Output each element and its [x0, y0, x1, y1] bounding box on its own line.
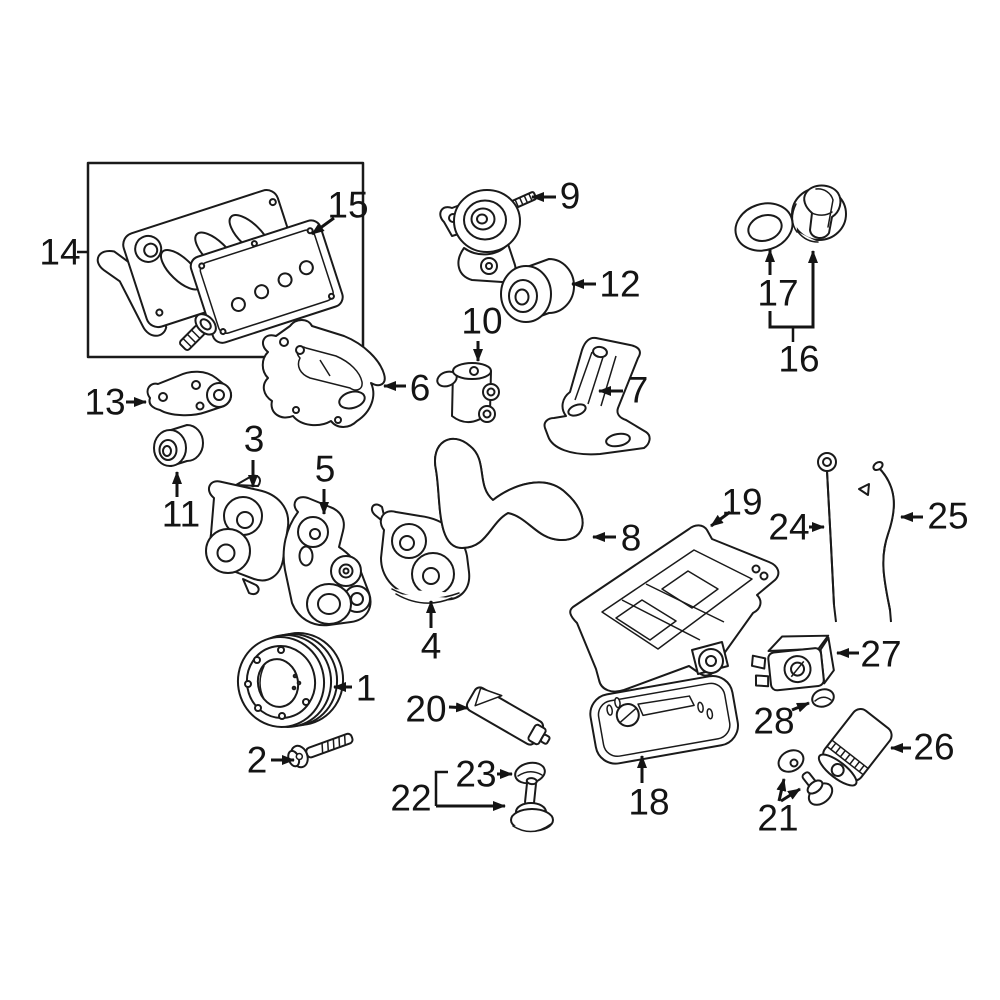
part-number-25: 25 [927, 496, 968, 537]
leader-line-16 [768, 250, 818, 329]
callout-9: 9 [531, 176, 581, 217]
part-timing-belt [433, 437, 584, 549]
part-number-11: 11 [162, 494, 200, 535]
part-number-13: 13 [84, 382, 125, 423]
part-number-6: 6 [410, 368, 431, 409]
part-oil-filler-cap [791, 184, 847, 243]
callout-10: 10 [461, 301, 503, 362]
part-number-12: 12 [599, 264, 640, 305]
part-center-timing-cover [282, 496, 372, 627]
part-support-bracket [146, 370, 232, 417]
callout-26: 26 [890, 727, 955, 768]
callout-23: 23 [455, 754, 513, 795]
callout-5: 5 [315, 449, 336, 515]
part-number-14: 14 [39, 232, 80, 273]
callout-2: 2 [247, 740, 295, 781]
callout-6: 6 [383, 368, 431, 409]
callout-8: 8 [592, 518, 642, 559]
part-number-3: 3 [244, 419, 265, 460]
part-number-24: 24 [768, 507, 809, 548]
part-upper-timing-cover [205, 474, 290, 595]
part-number-10: 10 [461, 301, 502, 342]
part-relay-roller [500, 258, 575, 323]
callout-20: 20 [405, 689, 469, 730]
part-oil-filter [817, 708, 893, 787]
callout-12: 12 [571, 264, 641, 305]
part-hardware-set [777, 749, 834, 806]
leader-line-15 [311, 216, 335, 236]
callout-28: 28 [753, 701, 810, 742]
part-number-18: 18 [628, 782, 669, 823]
part-idler-roller [153, 424, 204, 467]
callout-1: 1 [333, 668, 377, 709]
callout-24: 24 [768, 507, 825, 548]
leader-line-28 [791, 701, 810, 713]
part-oil-cooler-seal [811, 688, 835, 708]
part-number-17: 17 [757, 273, 798, 314]
callout-17: 17 [757, 249, 799, 314]
part-upper-oil-pan [569, 524, 780, 693]
part-number-9: 9 [560, 176, 581, 217]
part-number-20: 20 [405, 689, 446, 730]
part-mounting-bracket [261, 319, 386, 428]
part-crankshaft-pulley [236, 632, 345, 728]
callout-27: 27 [836, 634, 902, 675]
part-valve-cover-bolt [179, 313, 217, 351]
leader-line-19 [710, 510, 731, 528]
part-valve-cover-assembly-box [86, 161, 365, 359]
callout-7: 7 [598, 370, 649, 411]
part-valve-cover-gasket [189, 219, 344, 344]
leader-line-20 [448, 702, 469, 713]
part-sealant-tube [465, 686, 551, 746]
part-number-22: 22 [390, 778, 431, 819]
leader-line-21 [780, 787, 801, 803]
callout-25: 25 [900, 496, 969, 537]
part-filler-cap-seal-highlighted [734, 202, 794, 252]
part-number-16: 16 [778, 339, 819, 380]
leader-line-22 [434, 770, 448, 806]
callout-3: 3 [244, 419, 265, 488]
part-sensor-seal [514, 761, 546, 785]
part-number-1: 1 [356, 668, 377, 709]
callout-22: 22 [390, 770, 506, 819]
part-number-2: 2 [247, 740, 268, 781]
part-dipstick-tube [858, 460, 895, 623]
part-number-26: 26 [913, 727, 954, 768]
part-tensioner-damper [436, 362, 500, 423]
callout-19: 19 [710, 482, 763, 528]
part-number-4: 4 [421, 626, 442, 667]
leader-line-21 [776, 778, 787, 802]
part-dipstick [817, 452, 837, 623]
part-number-21: 21 [757, 798, 798, 839]
part-number-28: 28 [753, 701, 794, 742]
part-number-27: 27 [860, 634, 901, 675]
callout-21: 21 [757, 778, 801, 839]
part-number-7: 7 [628, 370, 649, 411]
part-lower-oil-pan [589, 675, 739, 765]
callout-13: 13 [84, 382, 147, 423]
part-number-19: 19 [721, 482, 762, 523]
part-pulley-bolt [287, 732, 354, 769]
callout-16: 16 [768, 250, 820, 380]
part-cover-bracket [543, 336, 651, 456]
callout-15: 15 [311, 185, 369, 236]
callout-18: 18 [628, 755, 670, 823]
part-number-15: 15 [327, 185, 368, 226]
part-number-5: 5 [315, 449, 336, 490]
callout-11: 11 [162, 471, 200, 535]
part-oil-level-sensor [510, 777, 554, 833]
part-number-23: 23 [455, 754, 496, 795]
callout-4: 4 [421, 600, 442, 667]
part-number-8: 8 [621, 518, 642, 559]
part-oil-cooler [750, 634, 835, 692]
part-belt-tensioner [439, 189, 537, 283]
callout-14: 14 [39, 232, 88, 273]
